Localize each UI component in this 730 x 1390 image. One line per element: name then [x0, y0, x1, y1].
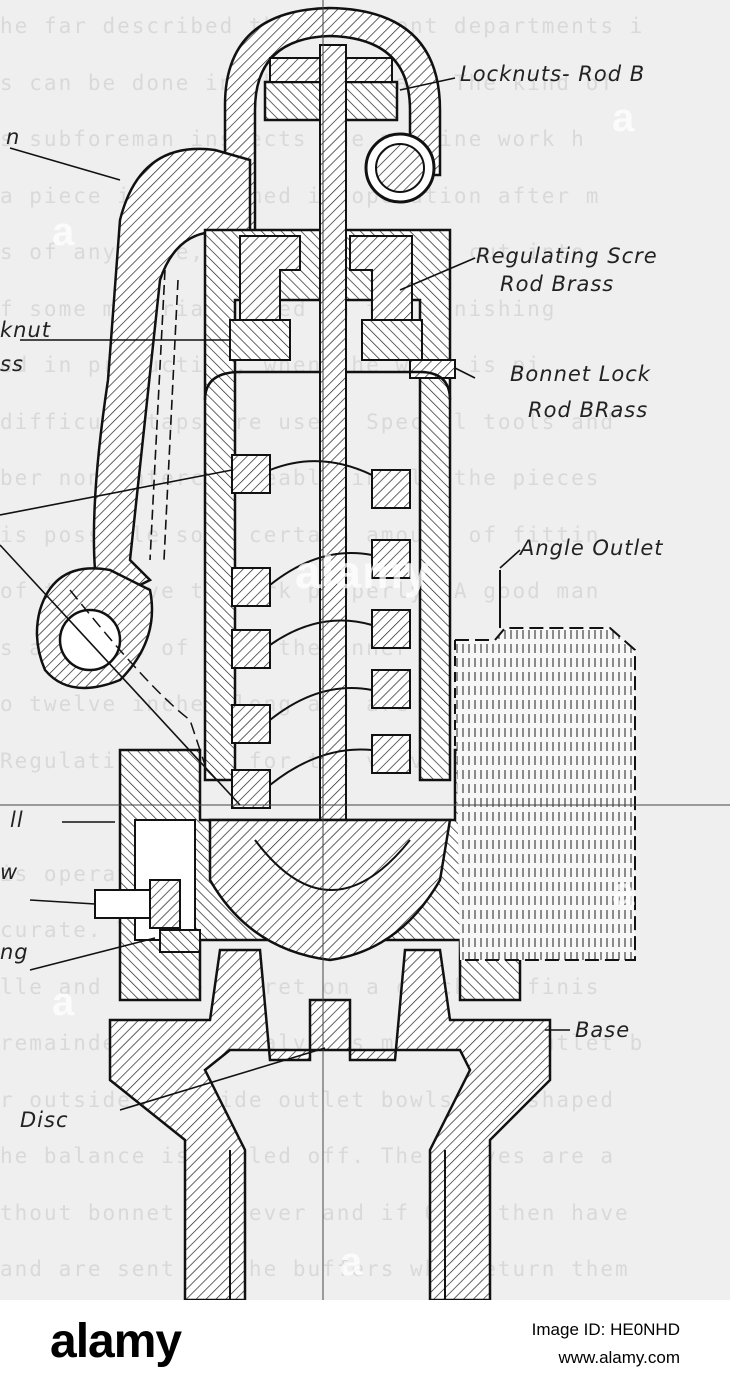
spring: [231, 454, 411, 809]
label-locknuts: Locknuts- Rod B: [460, 62, 646, 86]
background-text-line: a piece is performed in operation after …: [0, 183, 601, 208]
watermark-main: alamy: [295, 546, 431, 598]
watermark-3: a: [612, 870, 636, 914]
watermark-1: a: [612, 96, 636, 140]
angle-outlet: [455, 627, 636, 961]
label-regulating-screw: Regulating Scre: [476, 244, 658, 268]
inner-locknut: [229, 319, 291, 361]
alamy-logo: alamy: [50, 1315, 182, 1368]
image-id: Image ID: HE0NHD: [531, 1320, 680, 1339]
watermark-4: a: [52, 980, 76, 1024]
regulating-ring: [159, 929, 201, 953]
label-locknut-material: ss: [0, 352, 24, 376]
spindle: [319, 44, 347, 916]
label-base: Base: [575, 1018, 631, 1042]
bonnet-lock-screw: [409, 359, 456, 379]
label-screw: w: [0, 860, 19, 884]
lever-arm: [92, 147, 252, 602]
background-text-line: he balance is milled off. The valves are…: [0, 1144, 616, 1168]
base-nozzle: [108, 948, 552, 1300]
bonnet-body: [203, 228, 452, 782]
side-screw: [94, 889, 156, 919]
label-bowl: ll: [10, 808, 24, 832]
watermark-5: a: [340, 1240, 364, 1284]
background-text-line: and are sent to the buffers who return t…: [0, 1257, 630, 1281]
label-locknut: knut: [0, 318, 52, 342]
label-angle-outlet: Angle Outlet: [520, 536, 664, 560]
label-bonnet-lock-material: Rod BRass: [528, 398, 649, 422]
footer-bar: alamy Image ID: HE0NHD www.alamy.com: [0, 1300, 730, 1390]
diagram-canvas: he far described the different departmen…: [0, 0, 730, 1300]
label-disc: Disc: [20, 1108, 69, 1132]
background-text-line: thout bonnet or lever and if O.K. then h…: [0, 1200, 630, 1225]
label-ring: ng: [0, 940, 29, 964]
label-regulating-screw-material: Rod Brass: [500, 272, 615, 296]
safety-valve-drawing: [0, 0, 730, 1300]
label-handle: n: [6, 125, 21, 149]
background-text-line: s subforeman inspects the machine work h: [0, 127, 586, 151]
site-url: www.alamy.com: [558, 1348, 680, 1367]
watermark-2: a: [52, 210, 76, 254]
leader-lines: [0, 77, 570, 1111]
label-bonnet-lock: Bonnet Lock: [510, 362, 651, 386]
